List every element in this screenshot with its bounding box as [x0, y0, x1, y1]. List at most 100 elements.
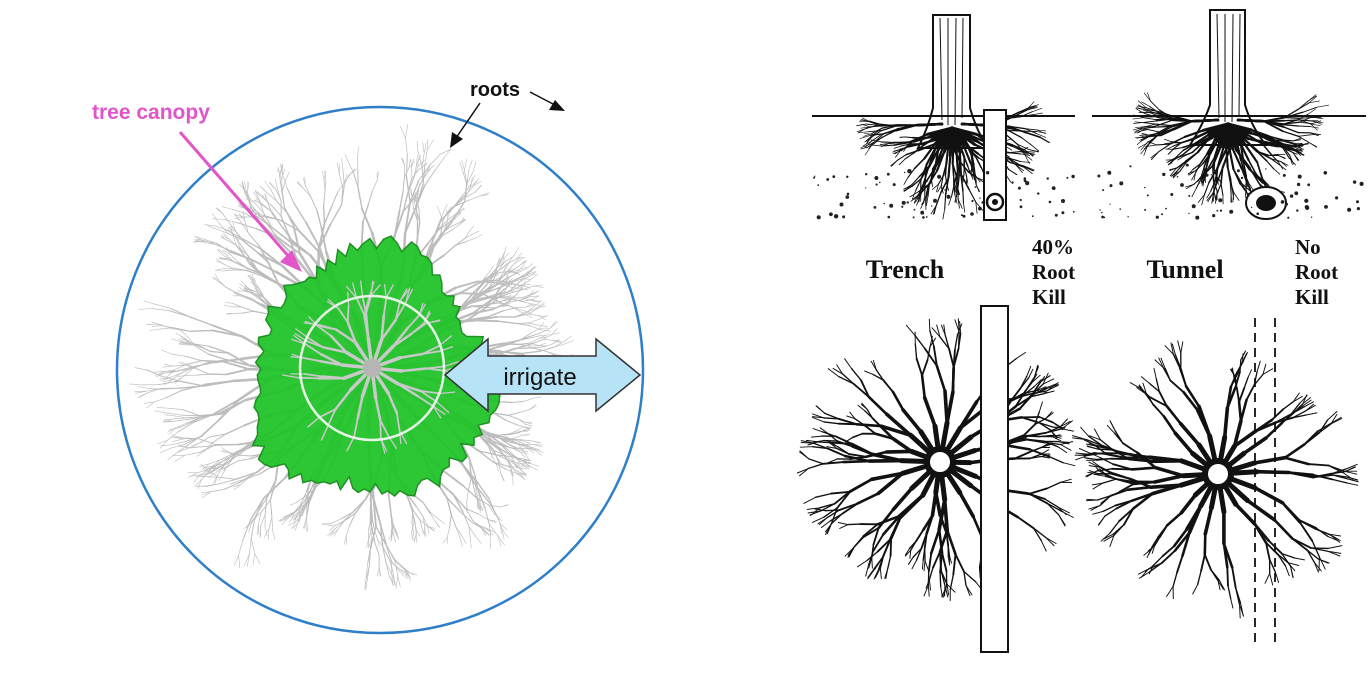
root-segment [853, 447, 874, 455]
root-segment [565, 340, 574, 343]
root-segment [891, 539, 892, 556]
root-segment [883, 380, 893, 392]
soil-speck [887, 173, 890, 176]
root-segment [946, 149, 948, 164]
root-segment [534, 285, 543, 286]
root-segment [216, 269, 223, 271]
root-segment [1030, 449, 1050, 456]
root-segment [353, 499, 366, 512]
root-segment [222, 207, 233, 210]
root-segment [348, 306, 349, 323]
root-segment [251, 538, 255, 553]
root-segment [396, 576, 398, 588]
root-segment [855, 537, 865, 547]
soil-speck [826, 178, 829, 181]
tunnel-plan-trunk [1205, 461, 1231, 487]
root-segment [1285, 444, 1304, 457]
root-segment [1167, 513, 1181, 526]
soil-speck [1205, 174, 1208, 177]
root-segment [349, 162, 354, 173]
root-segment [1298, 101, 1308, 109]
root-segment [1167, 586, 1174, 596]
root-segment [1283, 503, 1301, 523]
root-segment [163, 366, 173, 367]
soil-speck [1144, 187, 1146, 189]
root-segment [197, 369, 209, 374]
root-segment [514, 248, 519, 255]
root-segment [414, 534, 416, 543]
soil-speck [1335, 196, 1338, 199]
root-segment [152, 309, 169, 311]
soil-speck [817, 184, 819, 186]
soil-speck [1245, 183, 1249, 187]
tunnel-kill-line-1: No [1295, 235, 1321, 259]
root-segment [1319, 557, 1325, 569]
root-segment [161, 350, 171, 354]
root-segment [456, 241, 468, 245]
root-segment [824, 422, 839, 424]
root-segment [195, 480, 202, 487]
root-segment [1295, 558, 1305, 560]
root-segment [922, 560, 923, 569]
root-segment [1081, 427, 1089, 436]
root-segment [845, 359, 852, 369]
root-segment [1255, 524, 1269, 541]
soil-speck [981, 201, 983, 203]
root-segment [216, 208, 224, 215]
root-segment [809, 459, 823, 464]
root-segment [474, 320, 498, 321]
soil-speck [1073, 211, 1075, 213]
root-segment [144, 301, 156, 304]
root-segment [532, 347, 545, 348]
root-segment [178, 448, 188, 452]
root-segment [816, 494, 832, 498]
root-segment [185, 356, 201, 360]
root-segment [529, 466, 537, 470]
root-segment [470, 539, 471, 549]
root-segment [940, 573, 941, 587]
root-segment [1180, 368, 1186, 386]
root-segment [1239, 388, 1244, 402]
root-segment [254, 311, 269, 314]
root-segment [271, 190, 277, 202]
root-segment [840, 525, 848, 529]
root-segment [1173, 572, 1177, 586]
root-segment [866, 565, 869, 576]
root-segment [1329, 466, 1343, 473]
root-segment [906, 325, 915, 335]
root-segment [1170, 380, 1183, 392]
root-segment [1226, 149, 1227, 167]
root-segment [531, 274, 538, 279]
root-segment [406, 155, 407, 176]
root-segment [213, 219, 225, 220]
root-segment [812, 436, 822, 437]
root-segment [189, 317, 213, 326]
root-segment [937, 366, 945, 391]
root-segment [1032, 108, 1042, 111]
root-segment [899, 159, 905, 165]
root-segment [1347, 483, 1358, 485]
root-segment [422, 167, 423, 185]
root-segment [233, 304, 242, 307]
root-segment [470, 226, 474, 231]
soil-speck [1129, 165, 1131, 167]
root-segment [287, 512, 296, 517]
root-segment [1255, 458, 1285, 463]
trench-label: Trench [866, 255, 945, 284]
root-segment [152, 322, 162, 326]
root-segment [275, 179, 277, 189]
root-segment [937, 192, 941, 204]
root-segment [365, 578, 366, 588]
soil-speck [1180, 183, 1184, 187]
root-segment [1285, 458, 1309, 464]
root-segment [1238, 120, 1264, 121]
root-segment [1178, 341, 1181, 353]
root-segment [1016, 353, 1025, 359]
root-segment [904, 177, 908, 184]
root-segment [1255, 488, 1283, 503]
root-segment [412, 531, 413, 539]
soil-speck [1156, 216, 1159, 219]
root-segment [1164, 417, 1175, 434]
root-segment [358, 147, 359, 157]
root-segment [166, 391, 182, 398]
